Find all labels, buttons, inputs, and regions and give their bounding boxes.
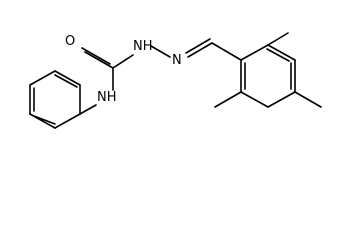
bond-ch-ring (211, 42, 242, 61)
anilide-nh-label: NH (97, 90, 117, 105)
bond-n-ch-a (187, 42, 213, 58)
imine-n-label: N (172, 53, 182, 68)
bond-carbonyl-nh (112, 54, 134, 69)
bond (267, 44, 296, 61)
oxygen-label: O (65, 34, 75, 49)
bond-inner (266, 48, 290, 62)
bond-nh-n (150, 45, 171, 58)
phenyl-ring (29, 70, 81, 129)
bond (240, 44, 269, 61)
bond-inner (54, 74, 78, 88)
molecule-structure: O NH N NH (0, 0, 353, 186)
bond (54, 70, 81, 86)
methyl-left (214, 91, 242, 108)
bond-n-ch-b (185, 38, 211, 54)
bond-co-double-a (84, 51, 114, 69)
methyl-top (267, 32, 289, 46)
bond-inner (33, 115, 56, 125)
bond-co-double-b (81, 47, 111, 65)
bond (54, 113, 81, 129)
methyl-right (294, 91, 322, 108)
hydrazide-nh-label: NH (133, 39, 153, 54)
bond (240, 91, 269, 108)
bond-phenyl-nh (79, 104, 97, 115)
background (0, 0, 353, 186)
bond (29, 70, 56, 86)
mesityl-ring (240, 44, 296, 108)
bond (267, 91, 296, 108)
